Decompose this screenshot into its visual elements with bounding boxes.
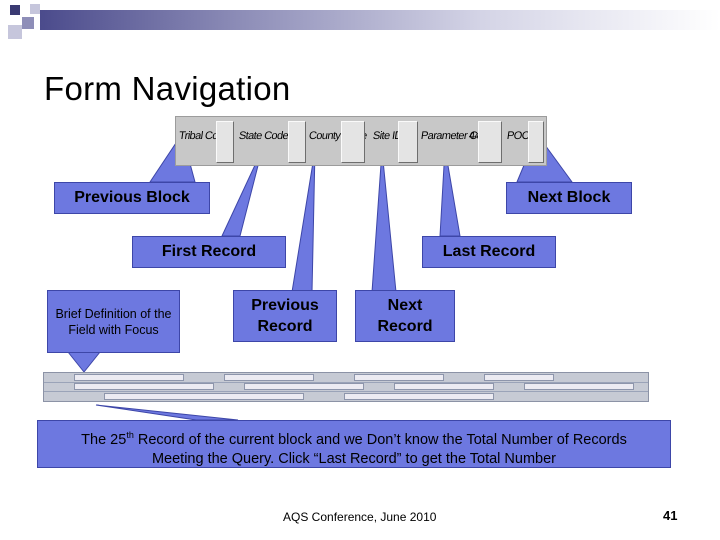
state-code-button[interactable] bbox=[288, 121, 306, 163]
strip-field bbox=[74, 374, 184, 381]
previous-record-callout: Previous Record bbox=[233, 290, 337, 342]
record-position-note-callout: The 25th Record of the current block and… bbox=[37, 420, 671, 468]
previous-record-pointer bbox=[291, 149, 316, 293]
record-note-line-1-pre: The 25 bbox=[81, 431, 127, 448]
first-record-label: First Record bbox=[161, 243, 257, 260]
last-record-callout: Last Record bbox=[422, 236, 556, 268]
slide-title: Form Navigation bbox=[44, 70, 291, 107]
record-note-line-1: The 25th Record of the current block and… bbox=[38, 426, 670, 450]
next-block-label: Next Block bbox=[527, 189, 611, 206]
slide-footer: AQS Conference, June 2010 bbox=[283, 510, 437, 524]
brief-definition-callout: Brief Definition of the Field with Focus bbox=[47, 290, 180, 353]
title-accent-bar bbox=[40, 10, 720, 30]
strip-field bbox=[244, 383, 364, 390]
strip-field bbox=[224, 374, 314, 381]
strip-field bbox=[484, 374, 554, 381]
corner-square-4 bbox=[8, 25, 22, 39]
record-note-line-2: Meeting the Query. Click “Last Record” t… bbox=[151, 450, 557, 467]
strip-field bbox=[74, 383, 214, 390]
corner-square-2 bbox=[22, 17, 34, 29]
last-record-label: Last Record bbox=[442, 243, 536, 260]
state-code-label: State Code bbox=[238, 130, 289, 142]
previous-record-label: Previous Record bbox=[251, 297, 319, 335]
corner-square-1 bbox=[10, 5, 20, 15]
brief-definition-label: Brief Definition of the Field with Focus bbox=[55, 306, 172, 337]
poc-label: POC bbox=[506, 130, 530, 142]
tribal-code-button[interactable] bbox=[216, 121, 234, 163]
page-number: 41 bbox=[663, 508, 678, 523]
next-record-pointer bbox=[371, 149, 397, 293]
first-record-callout: First Record bbox=[132, 236, 286, 268]
strip-field bbox=[524, 383, 634, 390]
brief-definition-pointer bbox=[66, 351, 102, 373]
next-record-label: Next Record bbox=[377, 297, 433, 335]
record-note-pointer bbox=[95, 404, 239, 421]
previous-block-label: Previous Block bbox=[74, 189, 190, 206]
strip-field bbox=[394, 383, 494, 390]
next-record-callout: Next Record bbox=[355, 290, 455, 342]
strip-field bbox=[344, 393, 494, 400]
county-code-button[interactable] bbox=[341, 121, 365, 163]
next-block-callout: Next Block bbox=[506, 182, 632, 214]
poc-button[interactable] bbox=[528, 121, 544, 163]
corner-square-3 bbox=[30, 4, 40, 14]
form-toolbar-screenshot: Tribal Code State Code County Code Site … bbox=[175, 116, 547, 166]
record-form-screenshot bbox=[43, 372, 649, 402]
record-note-line-1-post: Record of the current block and we Don’t… bbox=[133, 431, 627, 448]
strip-divider bbox=[44, 391, 648, 392]
strip-divider bbox=[44, 382, 648, 383]
strip-field bbox=[104, 393, 304, 400]
site-id-button[interactable] bbox=[398, 121, 418, 163]
record-note-superscript: th bbox=[126, 430, 134, 440]
previous-block-callout: Previous Block bbox=[54, 182, 210, 214]
strip-field bbox=[354, 374, 444, 381]
parameter-code-button[interactable] bbox=[478, 121, 502, 163]
